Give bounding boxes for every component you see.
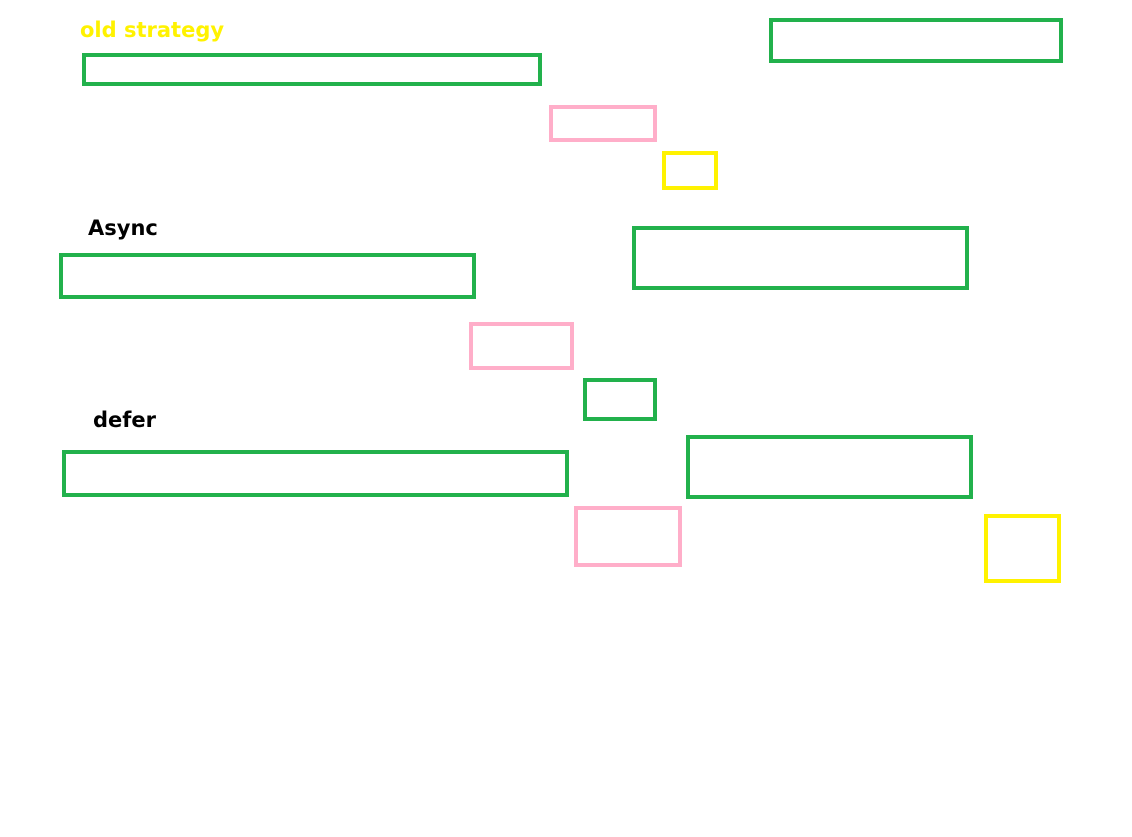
async-html-parse-box — [59, 253, 476, 299]
async-html-parse-resume-box — [632, 226, 969, 290]
defer-html-parse-box — [62, 450, 569, 497]
async-execute-box — [583, 378, 657, 421]
defer-html-parse-continue-box — [686, 435, 973, 499]
defer-fetch-box — [574, 506, 682, 567]
async-fetch-box — [469, 322, 574, 370]
old-strategy-fetch-box — [549, 105, 657, 142]
async-label: Async — [88, 216, 158, 240]
old-strategy-html-parse-box — [82, 53, 542, 86]
defer-execute-box — [984, 514, 1061, 583]
old-strategy-html-parse-resume-box — [769, 18, 1063, 63]
old-strategy-label: old strategy — [80, 18, 225, 42]
old-strategy-execute-box — [662, 151, 718, 190]
defer-label: defer — [93, 408, 157, 432]
